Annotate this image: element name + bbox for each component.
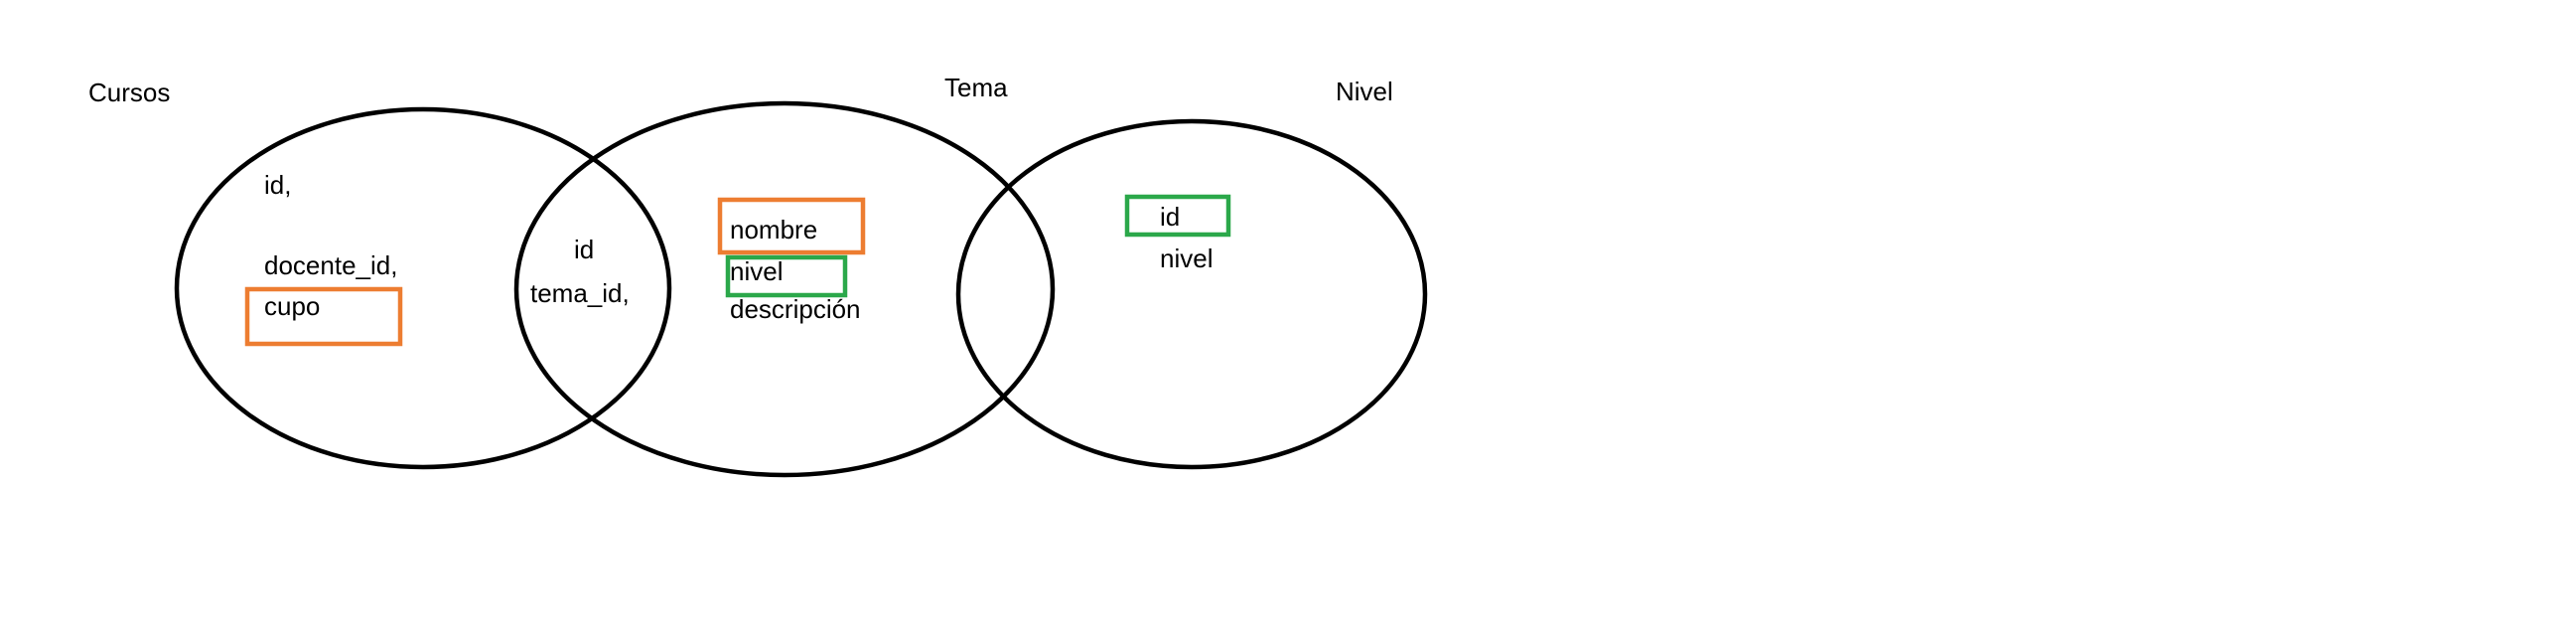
nivel-id-highlight-box (1124, 194, 1231, 238)
nivel-title: Nivel (1336, 77, 1393, 106)
cursos-field-cupo: cupo (264, 291, 320, 321)
tema-title: Tema (944, 73, 1008, 102)
nivel-field-nivel: nivel (1160, 243, 1213, 273)
cursos-title: Cursos (88, 78, 170, 107)
nivel-ellipse (955, 118, 1428, 470)
cursos-ellipse (174, 106, 672, 470)
nombre-highlight-box (717, 197, 866, 255)
cursos-field-id: id, (264, 170, 291, 200)
overlap-field-tema-id: tema_id, (530, 278, 630, 308)
nivel-field-id: id (1160, 202, 1180, 232)
tema-field-nivel: nivel (730, 256, 783, 286)
tema-field-nombre: nombre (730, 215, 817, 244)
cursos-field-docente-id: docente_id, (264, 250, 397, 280)
cupo-highlight-box (244, 286, 403, 347)
tema-ellipse (513, 100, 1056, 478)
tema-nivel-highlight-box (725, 254, 848, 298)
tema-field-descripcion: descripción (730, 294, 861, 324)
overlap-field-id: id (574, 235, 594, 264)
